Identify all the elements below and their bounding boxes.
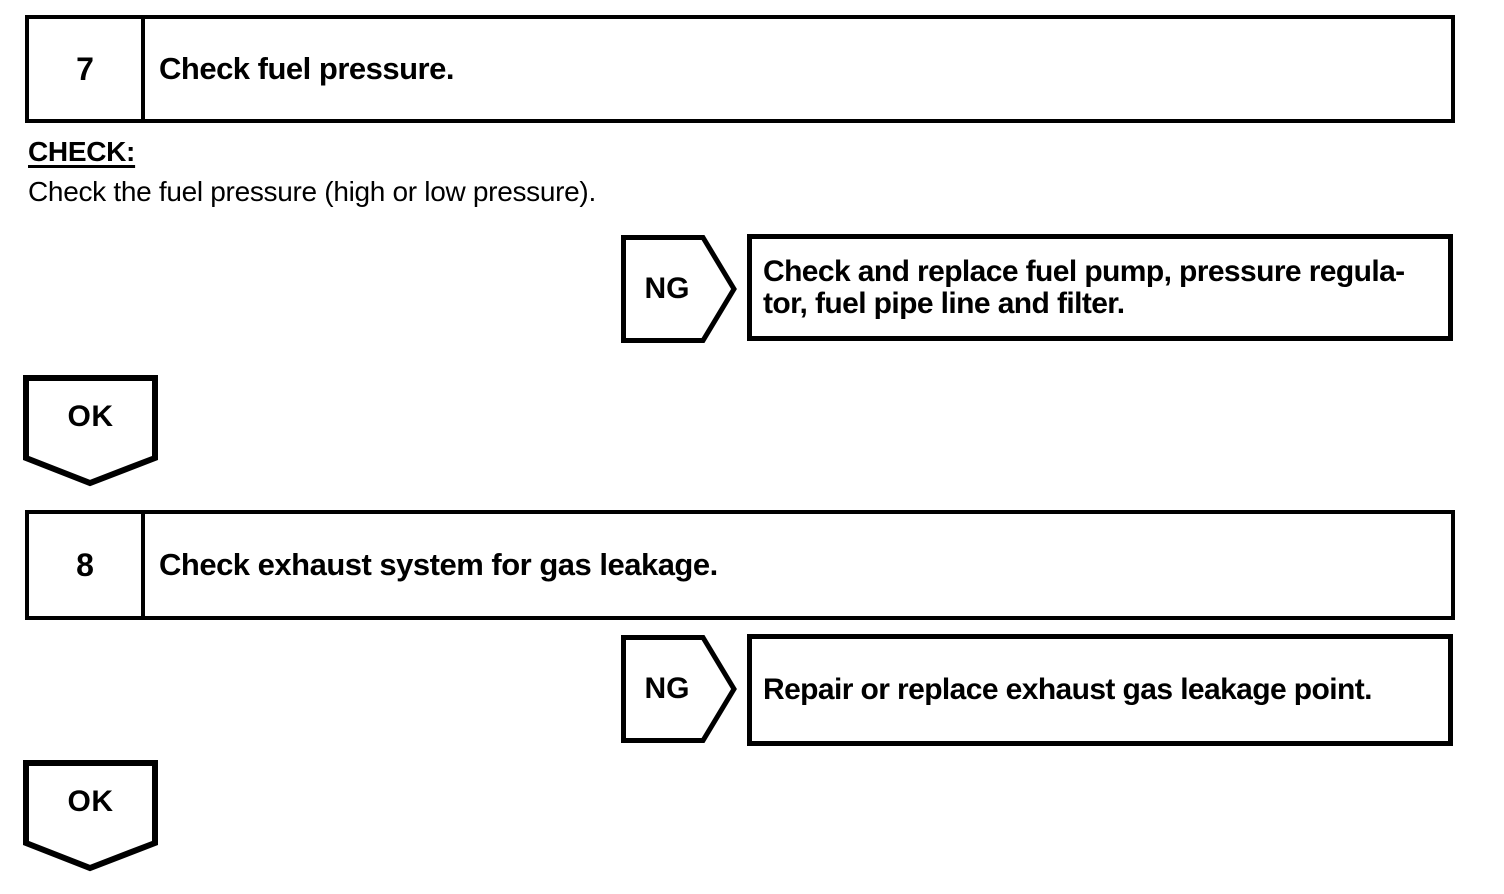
ok-label: OK xyxy=(67,400,114,433)
ng-action-box: Repair or replace exhaust gas leakage po… xyxy=(747,634,1453,746)
ng-action-box: Check and replace fuel pump, pressure re… xyxy=(747,234,1453,341)
check-heading: CHECK: xyxy=(28,136,136,167)
ng-pointer-shape xyxy=(621,235,737,343)
ok-pointer-shape xyxy=(23,760,158,872)
step-number: 8 xyxy=(29,514,145,616)
check-description: Check the fuel pressure (high or low pre… xyxy=(28,176,596,207)
ok-connector: OK xyxy=(23,375,158,487)
ng-pointer-shape xyxy=(621,635,737,743)
ng-action-line: Check and replace fuel pump, pressure re… xyxy=(763,254,1405,288)
ok-connector: OK xyxy=(23,760,158,872)
ng-label: NG xyxy=(644,272,690,305)
ng-connector: NG xyxy=(621,635,737,743)
ok-label: OK xyxy=(67,785,114,818)
step-title: Check exhaust system for gas leakage. xyxy=(159,547,718,582)
step-box-7: 7 Check fuel pressure. xyxy=(25,15,1455,123)
ok-pointer-shape xyxy=(23,375,158,487)
step-box-8: 8 Check exhaust system for gas leakage. xyxy=(25,510,1455,620)
step-title: Check fuel pressure. xyxy=(159,51,454,86)
ng-action-line: Repair or replace exhaust gas leakage po… xyxy=(763,673,1372,706)
ng-connector: NG xyxy=(621,235,737,343)
step-number: 7 xyxy=(29,19,145,119)
ng-action-line: tor, fuel pipe line and filter. xyxy=(763,286,1125,320)
ng-label: NG xyxy=(644,672,690,705)
